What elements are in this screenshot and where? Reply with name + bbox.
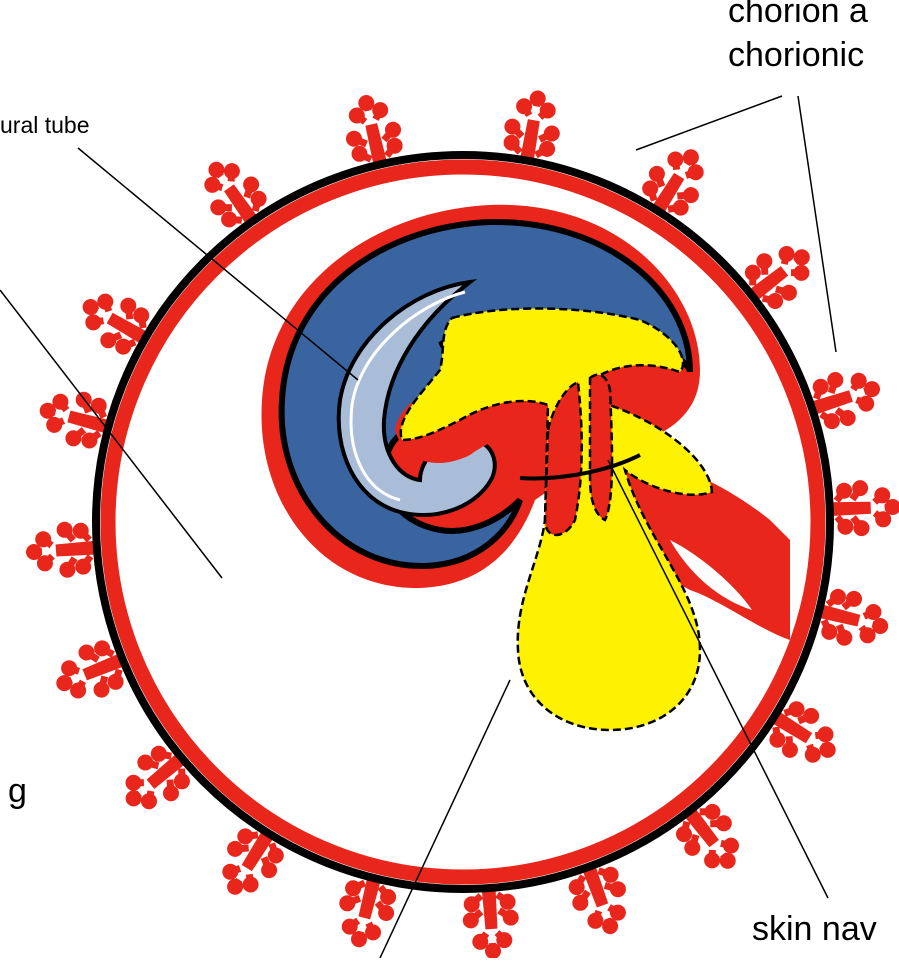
villus-twig (723, 855, 728, 861)
villus-twig (862, 627, 868, 635)
chorion-pointer-2 (798, 96, 836, 352)
villus-twig (43, 539, 51, 545)
villus-twig (69, 668, 79, 671)
villus-twig (141, 315, 143, 328)
villus-twig (64, 680, 71, 683)
chorion-label-line1: chorion a (728, 0, 868, 31)
villus-twig (776, 727, 778, 740)
villus-twig (605, 885, 618, 889)
villus-twig (272, 844, 276, 856)
villus-twig (796, 257, 802, 262)
villus-twig (149, 791, 151, 801)
villus-twig (831, 380, 835, 393)
villus-twig (692, 835, 696, 848)
villus-twig (684, 822, 687, 834)
villus-twig (864, 612, 873, 616)
villus-twig (512, 127, 522, 137)
villus-twig (480, 933, 486, 941)
villus-twig (810, 745, 813, 755)
villus-twig (776, 289, 789, 293)
villus-twig (864, 389, 872, 392)
villus-twig (91, 307, 98, 311)
villus-twig (839, 625, 844, 638)
villus-twig (212, 185, 222, 188)
villus-twig (353, 883, 365, 888)
villus-twig (524, 106, 529, 115)
chorion-pointer-1 (636, 96, 782, 150)
villus-twig (668, 208, 681, 210)
villus-twig (657, 174, 662, 187)
villus-twig (128, 306, 130, 320)
villus-twig (536, 99, 537, 107)
villus-twig (789, 736, 790, 750)
villus-twig (366, 103, 368, 111)
villus-twig (230, 869, 240, 872)
villus-twig (249, 874, 250, 884)
villus-twig (785, 709, 797, 713)
villus-twig (54, 421, 63, 425)
chorion-label-line2: chorionic (728, 36, 864, 75)
villus-twig (764, 261, 765, 275)
villus-twig (686, 172, 696, 175)
villus-twig (799, 716, 812, 721)
villus-twig (78, 681, 83, 690)
villus-twig (857, 400, 867, 404)
left-label-fragment: g (8, 772, 27, 811)
villus-twig (354, 139, 367, 144)
villus-twig (763, 298, 775, 301)
villus-twig (102, 676, 105, 689)
villus-twig (116, 670, 120, 682)
villus-twig (145, 763, 158, 766)
villus-twig (134, 793, 140, 798)
villus-twig (721, 843, 731, 845)
villus-twig (359, 932, 361, 940)
skin-navel-label: skin nav (752, 910, 877, 949)
villus-twig (123, 342, 135, 347)
villus-twig (34, 551, 42, 552)
villus-twig (816, 387, 821, 399)
villus-twig (48, 411, 56, 413)
villus-twig (60, 402, 66, 411)
villus-twig (784, 254, 786, 264)
villus-twig (99, 406, 104, 418)
villus-twig (650, 189, 654, 201)
villus-twig (247, 185, 251, 198)
villus-twig (492, 943, 493, 951)
neural-tube-label: ural tube (0, 112, 90, 139)
villus-twig (159, 754, 172, 756)
villus-twig (105, 302, 109, 312)
villus-twig (687, 157, 691, 164)
allantois-column (590, 375, 612, 520)
villus-twig (93, 321, 103, 323)
villus-twig (824, 620, 829, 632)
villus-twig (595, 911, 598, 921)
villus-twig (347, 898, 360, 903)
villus-twig (853, 381, 859, 390)
villus-twig (255, 199, 259, 211)
villus-twig (599, 871, 611, 875)
villus-twig (873, 624, 881, 626)
villus-twig (710, 823, 724, 824)
villus-twig (821, 746, 828, 750)
villus-twig (350, 921, 358, 927)
villus-twig (216, 170, 221, 177)
villus-twig (245, 835, 258, 837)
villus-twig (677, 195, 691, 196)
villus-twig (235, 880, 239, 887)
villus-twig (607, 919, 610, 927)
villus-twig (231, 171, 232, 181)
villus-twig (609, 907, 618, 912)
villus-twig (170, 780, 171, 794)
villus-twig (815, 734, 825, 735)
villus-twig (376, 110, 381, 119)
villus-twig (235, 848, 249, 849)
villus-twig (264, 858, 269, 871)
villus-twig (675, 160, 676, 170)
villus-twig (229, 219, 242, 220)
villus-twig (369, 923, 373, 932)
